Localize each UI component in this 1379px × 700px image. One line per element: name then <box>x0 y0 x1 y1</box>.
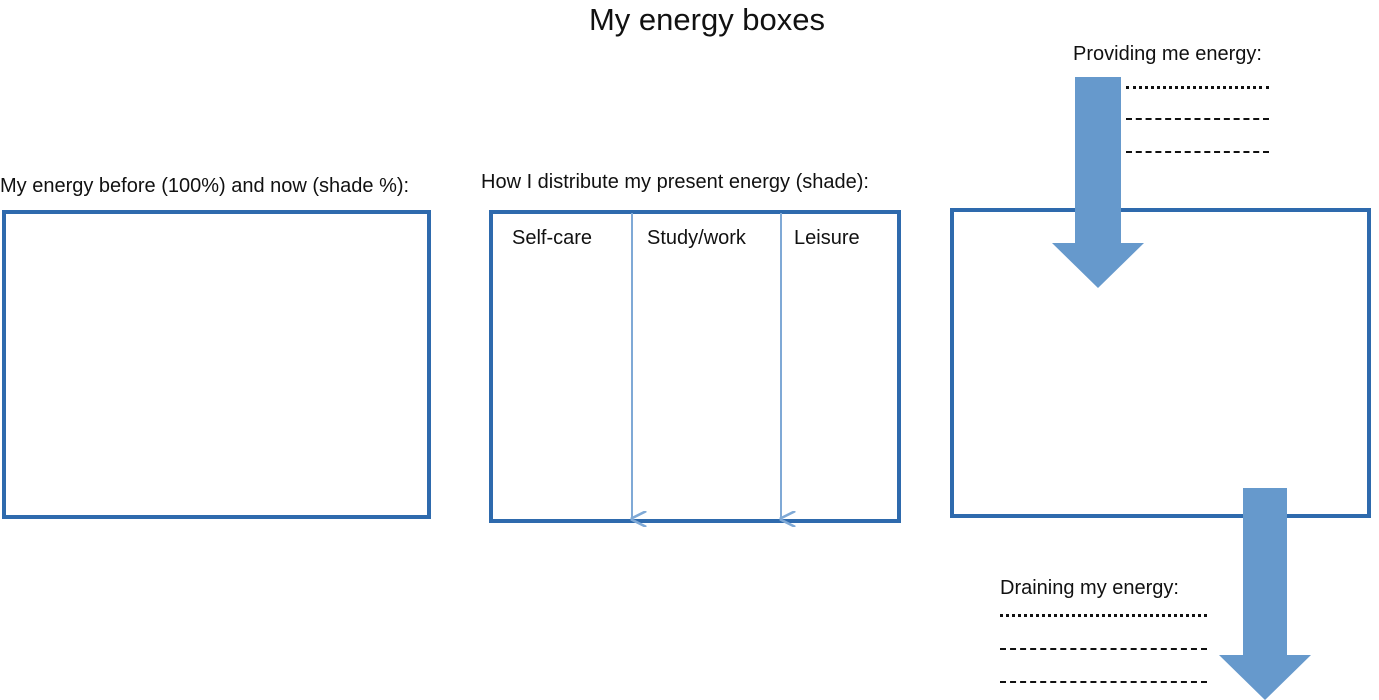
draining-arrow <box>1219 488 1311 700</box>
page-title: My energy boxes <box>588 2 826 37</box>
column-label-leisure: Leisure <box>794 227 860 249</box>
distribution-box[interactable] <box>489 210 901 523</box>
providing-line-2[interactable] <box>1126 118 1269 120</box>
providing-caption: Providing me energy: <box>1073 43 1262 65</box>
energy-level-box[interactable] <box>2 210 431 519</box>
draining-line-3[interactable] <box>1000 681 1207 683</box>
providing-line-3[interactable] <box>1126 151 1269 153</box>
draining-caption: Draining my energy: <box>1000 577 1179 599</box>
providing-line-1[interactable] <box>1126 86 1269 89</box>
distribution-caption: How I distribute my present energy (shad… <box>481 171 869 193</box>
energy-flow-box[interactable] <box>950 208 1371 518</box>
column-label-study-work: Study/work <box>647 227 746 249</box>
draining-line-2[interactable] <box>1000 648 1207 650</box>
providing-arrow <box>1052 77 1144 288</box>
column-label-self-care: Self-care <box>512 227 593 249</box>
draining-line-1[interactable] <box>1000 614 1207 617</box>
energy-level-caption: My energy before (100%) and now (shade %… <box>0 175 410 197</box>
